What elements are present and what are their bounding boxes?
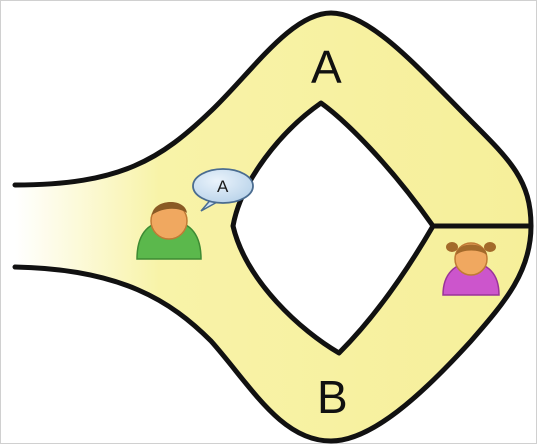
cave-passage-fill [15, 13, 531, 441]
path-label-b: B [317, 371, 348, 423]
speech-bubble-text: A [217, 177, 229, 196]
path-label-a: A [311, 41, 342, 93]
speech-bubble: A [192, 168, 254, 212]
man-person-icon [136, 201, 202, 260]
girl-person-icon [442, 242, 500, 296]
